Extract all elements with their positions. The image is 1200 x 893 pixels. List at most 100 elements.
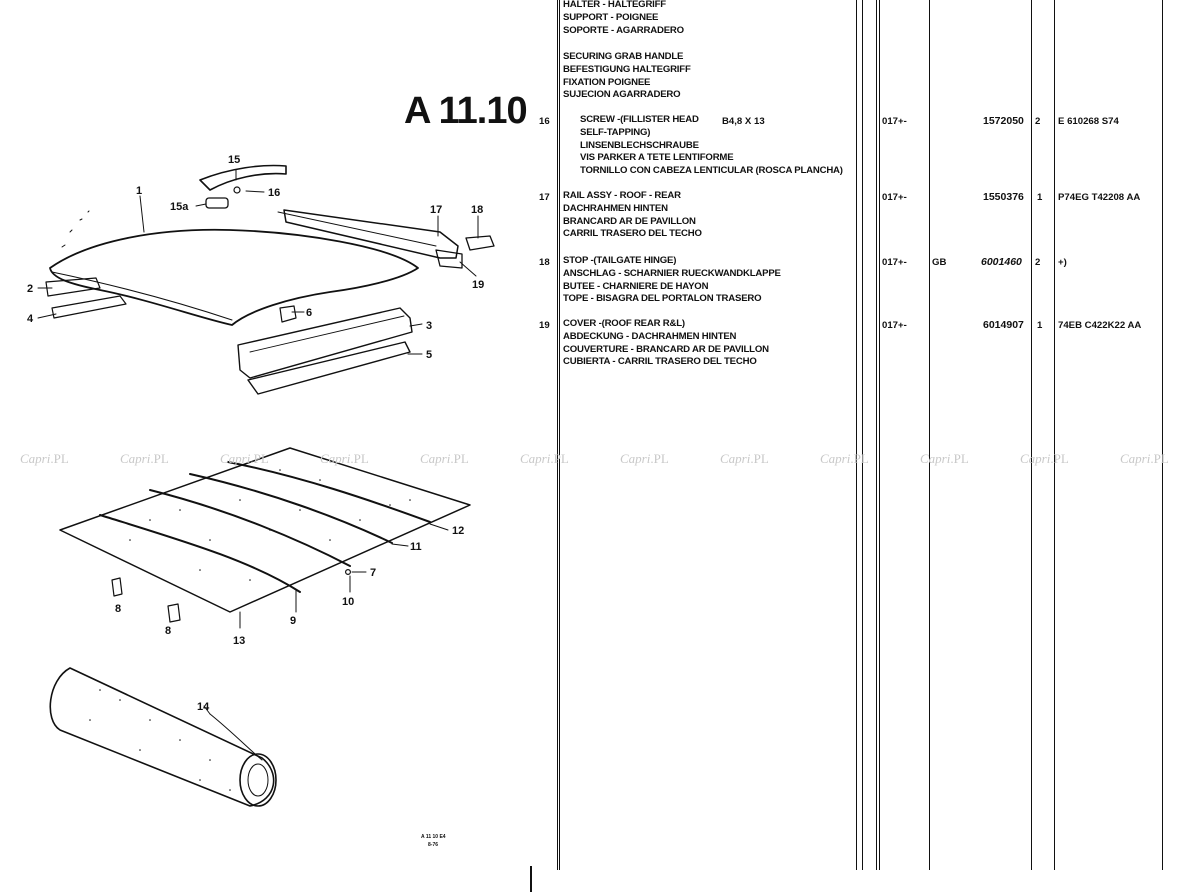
callout-9: 9 bbox=[290, 615, 296, 627]
description-line: SELF-TAPPING) bbox=[580, 126, 651, 138]
roof-panel bbox=[49, 228, 419, 326]
column-rule bbox=[1162, 0, 1163, 870]
group-line: SUJECION AGARRADERO bbox=[563, 89, 681, 101]
description-line: ANSCHLAG - SCHARNIER RUECKWANDKLAPPE bbox=[563, 267, 781, 279]
description-line: TORNILLO CON CABEZA LENTICULAR (ROSCA PL… bbox=[580, 165, 843, 177]
item-size: B4,8 X 13 bbox=[722, 116, 765, 127]
item-remark: E 610268 S74 bbox=[1058, 116, 1119, 127]
description-line: DACHRAHMEN HINTEN bbox=[563, 202, 668, 214]
bracket-part-6 bbox=[279, 305, 297, 323]
item-number: 16 bbox=[539, 116, 550, 127]
diagram-reference-date: 8-76 bbox=[428, 842, 438, 848]
watermark: Capri.PL bbox=[720, 451, 769, 466]
description-line: ABDECKUNG - DACHRAHMEN HINTEN bbox=[563, 330, 737, 342]
clip-part-8b bbox=[167, 603, 181, 623]
watermark: Capri.PL bbox=[120, 451, 169, 466]
item-description: SCREW -(FILLISTER HEAD SELF-TAPPING) LIN… bbox=[580, 114, 843, 178]
rear-rail-17 bbox=[283, 209, 459, 259]
description-line: VIS PARKER A TETE LENTIFORME bbox=[580, 152, 734, 164]
column-rule bbox=[876, 0, 877, 870]
left-margin-tick bbox=[530, 866, 532, 892]
callout-8a: 8 bbox=[115, 603, 121, 615]
column-rule bbox=[559, 0, 560, 870]
item-description: COVER -(ROOF REAR R&L) ABDECKUNG - DACHR… bbox=[563, 318, 769, 369]
callout-2: 2 bbox=[27, 283, 33, 295]
diagram-reference-code: A 11 10 E4 bbox=[421, 834, 446, 840]
header-line: SOPORTE - AGARRADERO bbox=[563, 24, 684, 36]
watermark: Capri.PL bbox=[920, 451, 969, 466]
callout-7: 7 bbox=[370, 567, 376, 579]
callout-1: 1 bbox=[136, 185, 142, 197]
item-number: 18 bbox=[539, 257, 550, 268]
callout-5: 5 bbox=[426, 349, 432, 361]
item-remark: 74EB C422K22 AA bbox=[1058, 320, 1142, 331]
headliner-panel bbox=[59, 447, 471, 613]
item-remark: P74EG T42208 AA bbox=[1058, 192, 1141, 203]
callout-11: 11 bbox=[410, 541, 422, 553]
group-line: FIXATION POIGNEE bbox=[563, 76, 651, 88]
exploded-parts-diagram: 1 2 3 4 5 6 7 8 9 10 11 12 13 14 15 15a … bbox=[27, 154, 495, 848]
header-line: HALTER - HALTEGRIFF bbox=[563, 0, 666, 10]
callout-13: 13 bbox=[233, 635, 245, 647]
description-line: CARRIL TRASERO DEL TECHO bbox=[563, 228, 702, 240]
description-line: STOP -(TAILGATE HINGE) bbox=[563, 255, 677, 266]
item-quantity: 1 bbox=[1037, 192, 1043, 203]
item-model-code: 017+- bbox=[882, 192, 907, 203]
column-rule bbox=[929, 0, 930, 870]
watermark: Capri.PL bbox=[320, 451, 369, 466]
callout-3: 3 bbox=[426, 320, 432, 332]
column-rule bbox=[879, 0, 880, 870]
watermark: Capri.PL bbox=[420, 451, 469, 466]
callout-17: 17 bbox=[430, 204, 442, 216]
item-quantity: 2 bbox=[1035, 257, 1041, 268]
item-model-code: 017+- bbox=[882, 320, 907, 331]
description-line: BUTEE - CHARNIERE DE HAYON bbox=[563, 280, 709, 292]
header-description: HALTER - HALTEGRIFF SUPPORT - POIGNEE SO… bbox=[563, 0, 684, 37]
callout-19: 19 bbox=[472, 279, 484, 291]
watermark: Capri.PL bbox=[520, 451, 569, 466]
item-quantity: 1 bbox=[1037, 320, 1043, 331]
item-description: STOP -(TAILGATE HINGE) ANSCHLAG - SCHARN… bbox=[563, 255, 781, 306]
item-quantity: 2 bbox=[1035, 116, 1041, 127]
item-model-code: 017+- bbox=[882, 257, 907, 268]
page-title: A 11.10 bbox=[404, 90, 528, 132]
rail-part-2 bbox=[45, 277, 101, 297]
group-line: SECURING GRAB HANDLE bbox=[563, 51, 684, 62]
item-number: 19 bbox=[539, 320, 550, 331]
column-rule bbox=[1031, 0, 1032, 870]
description-line: BRANCARD AR DE PAVILLON bbox=[563, 215, 696, 227]
description-line: COVER -(ROOF REAR R&L) bbox=[563, 318, 685, 329]
callout-18: 18 bbox=[471, 204, 483, 216]
item-part-number: 6014907 bbox=[983, 319, 1024, 331]
callout-8b: 8 bbox=[165, 625, 171, 637]
watermark: Capri.PL bbox=[1120, 451, 1169, 466]
item-part-number: 1572050 bbox=[983, 115, 1024, 127]
callout-15a: 15a bbox=[170, 201, 189, 213]
description-line: TOPE - BISAGRA DEL PORTALON TRASERO bbox=[563, 293, 762, 305]
description-line: CUBIERTA - CARRIL TRASERO DEL TECHO bbox=[563, 356, 757, 368]
grab-handle bbox=[199, 164, 287, 191]
column-rule bbox=[862, 0, 863, 870]
clip-part-8a bbox=[111, 577, 123, 597]
item-remark: +) bbox=[1058, 257, 1067, 268]
item-part-number: 1550376 bbox=[983, 191, 1024, 203]
column-rule bbox=[1054, 0, 1055, 870]
stop-part-18 bbox=[465, 235, 495, 251]
insulation-roll bbox=[49, 667, 275, 807]
item-condition: GB bbox=[932, 257, 947, 268]
side-rail-5 bbox=[247, 341, 411, 395]
callout-4: 4 bbox=[27, 313, 34, 325]
side-rail-3 bbox=[237, 307, 413, 379]
cover-part-19 bbox=[435, 249, 463, 269]
stipple-texture bbox=[89, 469, 411, 791]
watermark: Capri.PL bbox=[20, 451, 69, 466]
description-line: RAIL ASSY - ROOF - REAR bbox=[563, 190, 681, 201]
column-rule bbox=[856, 0, 857, 870]
watermark: Capri.PL bbox=[220, 451, 269, 466]
watermark: Capri.PL bbox=[620, 451, 669, 466]
description-line: LINSENBLECHSCHRAUBE bbox=[580, 139, 699, 151]
callout-16: 16 bbox=[268, 187, 280, 199]
header-line: SUPPORT - POIGNEE bbox=[563, 11, 659, 23]
group-description: SECURING GRAB HANDLE BEFESTIGUNG HALTEGR… bbox=[563, 51, 691, 102]
